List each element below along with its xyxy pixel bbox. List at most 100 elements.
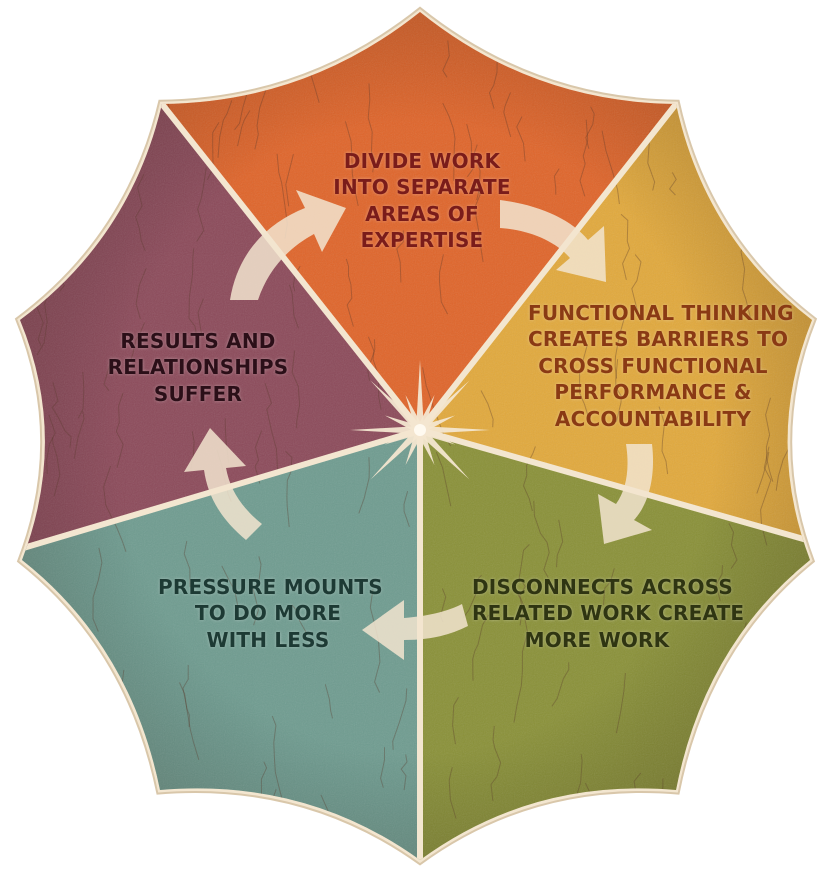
crack-line — [620, 836, 633, 860]
crack-line — [521, 822, 529, 860]
crack-line — [400, 754, 408, 791]
crack-line — [442, 40, 450, 78]
crack-line — [380, 747, 385, 788]
crack-line — [21, 646, 43, 714]
crack-line — [73, 410, 85, 459]
label-line: DIVIDE WORK — [343, 149, 501, 173]
crack-line — [51, 437, 61, 497]
crack-line — [473, 144, 481, 201]
label-line: ACCOUNTABILITY — [554, 406, 752, 431]
arrow-divide-to-functional — [500, 200, 606, 282]
starburst-center — [414, 424, 426, 436]
label-line: CROSS FUNCTIONAL — [538, 353, 768, 378]
divider-line — [159, 101, 423, 433]
crack-line — [770, 107, 786, 166]
crack-line — [438, 254, 449, 315]
crack-line — [392, 688, 408, 750]
crack-line — [603, 568, 615, 606]
label-line: RELATED WORK CREATE — [472, 601, 745, 626]
starburst-ray — [416, 430, 424, 500]
crack-line — [448, 767, 457, 819]
crack-line — [217, 100, 233, 158]
starburst-ray — [350, 426, 420, 434]
crack-line — [614, 315, 626, 379]
crack-line — [533, 500, 550, 578]
divider-line — [417, 101, 679, 433]
crack-line — [197, 813, 210, 860]
crack-line — [472, 614, 489, 681]
crack-line — [518, 544, 530, 606]
arrow-results-to-divide — [230, 190, 346, 300]
crack-line — [196, 167, 207, 242]
crack-line — [210, 816, 219, 860]
crack-line — [130, 322, 145, 362]
label-line: PERFORMANCE & — [554, 380, 752, 405]
crack-line — [345, 258, 354, 327]
crack-line — [271, 715, 285, 809]
crack-line — [254, 430, 263, 484]
crack-line — [396, 230, 404, 283]
crack-line — [285, 450, 293, 528]
crack-line — [579, 119, 589, 197]
crack-line — [41, 668, 56, 731]
label-line: DISCONNECTS ACROSS — [472, 575, 734, 599]
label-line: SUFFER — [153, 381, 243, 406]
crack-line — [615, 672, 626, 734]
crack-line — [766, 452, 774, 482]
label-line: RESULTS AND — [120, 329, 276, 353]
crack-line — [442, 102, 456, 181]
crack-line — [587, 802, 601, 852]
crack-line — [206, 122, 220, 181]
crack-line — [745, 693, 759, 755]
crack-line — [513, 586, 524, 626]
label-line: CREATES BARRIERS TO — [528, 327, 789, 352]
starburst-ray — [416, 360, 424, 430]
crack-line — [135, 268, 147, 320]
crack-line — [658, 406, 669, 475]
crack-line — [567, 842, 575, 860]
crack-line — [551, 662, 570, 707]
starburst-ray — [370, 427, 423, 480]
label-line: MORE WORK — [524, 627, 670, 652]
starburst-ray — [370, 380, 423, 433]
starburst-ray — [417, 427, 470, 480]
crack-line — [737, 824, 743, 860]
crack-line — [182, 665, 190, 728]
crack-line — [135, 173, 146, 251]
crack-line — [403, 490, 410, 527]
crack-line — [473, 180, 484, 262]
crack-line — [178, 51, 187, 89]
crack-line — [358, 457, 370, 514]
starburst-ray — [418, 415, 456, 434]
crack-line — [522, 446, 536, 512]
crack-line — [615, 359, 622, 422]
crack-line — [291, 604, 307, 634]
arrow-functional-to-disconnects — [598, 444, 654, 544]
crack-line — [221, 565, 239, 606]
crack-line — [197, 298, 204, 337]
arrow-disconnects-to-pressure — [362, 600, 468, 660]
label-line: PRESSURE MOUNTS — [158, 575, 383, 599]
crack-line — [620, 213, 631, 281]
label-line: FUNCTIONAL THINKING — [528, 301, 794, 325]
crack-line — [786, 646, 794, 725]
crack-line — [641, 801, 654, 844]
crack-line — [503, 92, 512, 138]
crack-line — [80, 105, 88, 201]
crack-line — [84, 694, 97, 756]
label-line: TO DO MORE — [194, 601, 342, 626]
label-line: INTO SEPARATE — [333, 175, 511, 200]
label-pressure-mounts: PRESSURE MOUNTS TO DO MORE WITH LESS — [158, 574, 383, 653]
crack-line — [516, 116, 526, 162]
crack-line — [728, 523, 738, 569]
crack-line — [608, 40, 618, 87]
crack-line — [51, 382, 72, 448]
label-line: WITH LESS — [206, 627, 330, 652]
crack-line — [556, 519, 564, 568]
label-line: AREAS OF — [365, 201, 479, 226]
arrow-pressure-to-results — [184, 428, 262, 540]
crack-line — [179, 682, 200, 760]
crack-line — [230, 21, 238, 77]
